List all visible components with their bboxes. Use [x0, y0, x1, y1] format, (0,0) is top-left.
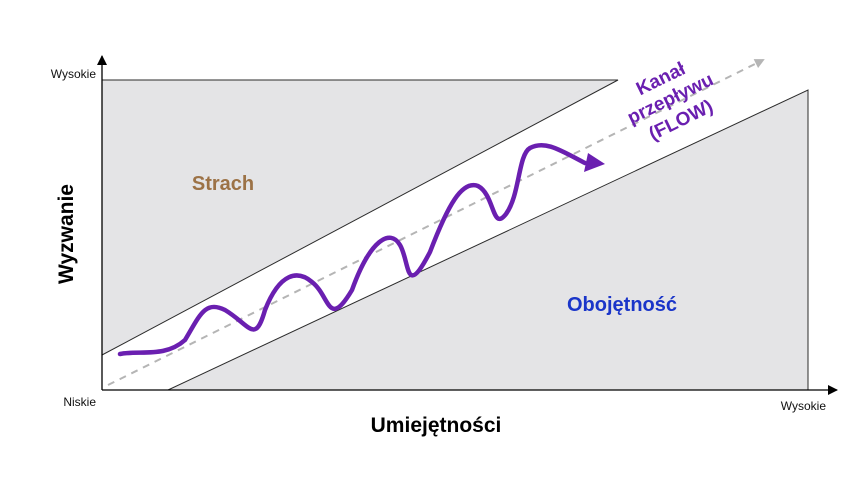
- x-axis-right-label: Wysokie: [781, 399, 827, 413]
- flow-wave-arrowhead: [584, 153, 605, 172]
- x-axis-title: Umiejętności: [371, 414, 502, 437]
- flow-wave-path: [117, 142, 588, 357]
- boredom-label: Obojętność: [567, 294, 677, 316]
- y-axis-top-label: Wysokie: [51, 67, 97, 81]
- anxiety-label: Strach: [192, 173, 254, 195]
- origin-label: Niskie: [63, 395, 96, 409]
- flow-channel-diagonal-arrow: [107, 59, 765, 386]
- y-axis-title: Wyzwanie: [55, 184, 78, 284]
